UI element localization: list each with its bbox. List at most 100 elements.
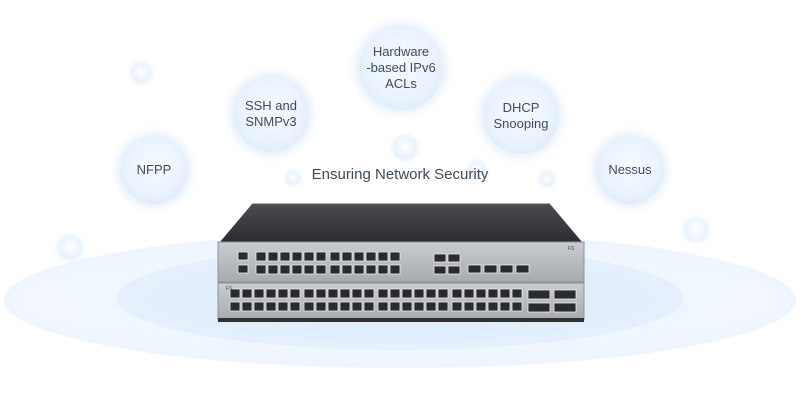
- console-port: [237, 264, 249, 274]
- sfp-port: [483, 264, 498, 274]
- rj45-port: [389, 301, 401, 312]
- lower-unit-panel: [217, 282, 585, 320]
- sfp-port: [433, 253, 447, 263]
- rj45-port: [363, 301, 375, 312]
- rj45-port: [413, 288, 425, 299]
- decor-dot: [470, 162, 484, 176]
- sfp-port: [447, 265, 461, 275]
- rj45-port: [451, 288, 463, 299]
- console-port: [237, 251, 249, 261]
- rj45-port: [353, 251, 365, 262]
- rj45-port: [279, 251, 291, 262]
- rj45-port: [437, 288, 449, 299]
- rj45-port: [253, 301, 265, 312]
- rj45-port: [499, 301, 511, 312]
- rj45-port: [463, 301, 475, 312]
- rj45-port: [377, 288, 389, 299]
- rj45-port: [329, 264, 341, 275]
- sfp-port: [433, 265, 447, 275]
- rj45-port: [425, 288, 437, 299]
- brand-logo-lower: FS: [226, 286, 233, 292]
- rj45-port: [265, 288, 277, 299]
- rj45-port: [267, 264, 279, 275]
- rj45-port: [413, 301, 425, 312]
- rj45-port: [289, 288, 301, 299]
- decor-dot: [132, 64, 150, 82]
- rj45-port: [377, 301, 389, 312]
- sfp-port: [447, 253, 461, 263]
- network-switch-stack: FS FS: [216, 202, 586, 326]
- rj45-port: [425, 301, 437, 312]
- rj45-port: [277, 288, 289, 299]
- rj45-port: [339, 301, 351, 312]
- rj45-port: [229, 301, 241, 312]
- switch-top-cover: [220, 204, 582, 242]
- rj45-port: [401, 288, 413, 299]
- rj45-port: [511, 288, 523, 299]
- rj45-port: [315, 251, 327, 262]
- rj45-port: [351, 301, 363, 312]
- rj45-port: [255, 264, 267, 275]
- rj45-port: [289, 301, 301, 312]
- rj45-port: [303, 301, 315, 312]
- decor-dot: [685, 219, 707, 241]
- rj45-port: [339, 288, 351, 299]
- rj45-port: [303, 288, 315, 299]
- rj45-port: [267, 251, 279, 262]
- sfp-ports: [433, 253, 530, 275]
- decor-dot: [394, 137, 416, 159]
- rj45-port: [389, 251, 401, 262]
- rj45-port: [487, 288, 499, 299]
- decor-dot: [541, 173, 553, 185]
- rj45-port: [377, 264, 389, 275]
- rj45-port: [241, 301, 253, 312]
- decor-dot: [59, 237, 81, 259]
- rj45-port: [291, 264, 303, 275]
- rj45-port: [265, 301, 277, 312]
- upper-unit-ports: [237, 251, 401, 275]
- rj45-port: [499, 288, 511, 299]
- brand-logo-upper: FS: [568, 246, 575, 252]
- rj45-port: [351, 288, 363, 299]
- uplink-port: [527, 289, 551, 300]
- rj45-port: [341, 251, 353, 262]
- feature-bubble-hardware-ipv6-acls: Hardware -based IPv6 ACLs: [359, 26, 443, 110]
- uplink-port: [553, 289, 577, 300]
- rj45-port: [329, 251, 341, 262]
- uplink-port: [553, 302, 577, 313]
- rj45-port: [291, 251, 303, 262]
- rj45-port: [475, 301, 487, 312]
- rj45-port: [255, 251, 267, 262]
- rj45-port: [363, 288, 375, 299]
- feature-bubble-ssh-snmpv3: SSH and SNMPv3: [233, 76, 309, 152]
- diagram-caption: Ensuring Network Security: [311, 166, 489, 183]
- rj45-port: [253, 288, 265, 299]
- feature-label-nfpp: NFPP: [136, 162, 172, 177]
- feature-bubble-nessus: Nessus: [596, 136, 664, 204]
- rj45-port: [279, 264, 291, 275]
- upper-unit-panel: [217, 241, 585, 283]
- rj45-port: [511, 301, 523, 312]
- rj45-port: [401, 301, 413, 312]
- rj45-port: [277, 301, 289, 312]
- feature-label-dhcp-snooping: DHCP Snooping: [493, 100, 549, 131]
- rj45-port: [463, 288, 475, 299]
- rj45-port: [365, 264, 377, 275]
- feature-label-hardware-ipv6-acls: Hardware -based IPv6 ACLs: [366, 44, 436, 91]
- sfp-port: [499, 264, 514, 274]
- decor-dot: [287, 172, 299, 184]
- rj45-port: [327, 288, 339, 299]
- rj45-port: [327, 301, 339, 312]
- rj45-port: [315, 301, 327, 312]
- rj45-port: [315, 264, 327, 275]
- feature-label-nessus: Nessus: [608, 162, 652, 177]
- rj45-port: [315, 288, 327, 299]
- rj45-port: [341, 264, 353, 275]
- rj45-port: [365, 251, 377, 262]
- lower-unit-ports: [229, 288, 577, 313]
- rj45-port: [487, 301, 499, 312]
- rj45-port: [353, 264, 365, 275]
- rj45-port: [389, 288, 401, 299]
- feature-bubble-dhcp-snooping: DHCP Snooping: [483, 78, 559, 154]
